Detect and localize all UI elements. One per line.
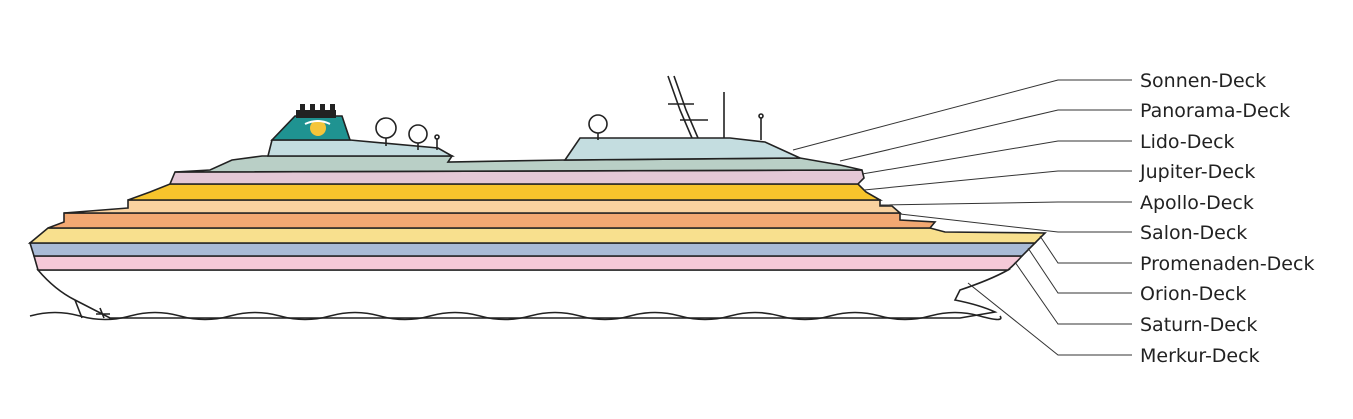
label-jupiter-deck: Jupiter-Deck — [1139, 161, 1255, 183]
propeller — [96, 307, 110, 319]
leader-panorama — [839, 109, 1132, 162]
main-mast-2 — [673, 75, 699, 139]
label-apollo-deck: Apollo-Deck — [1140, 192, 1254, 214]
label-merkur-deck: Merkur-Deck — [1140, 345, 1260, 367]
waterline — [29, 311, 1002, 321]
deck-promenaden — [27, 227, 1047, 244]
label-orion-deck: Orion-Deck — [1140, 283, 1246, 305]
funnel-top — [296, 110, 336, 118]
deck-saturn — [32, 255, 1024, 271]
label-sonnen-deck: Sonnen-Deck — [1140, 70, 1266, 92]
deck-orion — [28, 242, 1037, 257]
rudder — [74, 299, 83, 319]
leader-jupiter — [863, 170, 1132, 191]
deck-salon — [47, 212, 937, 229]
radome-3 — [588, 114, 608, 134]
deck-sonnen-aft — [563, 137, 801, 161]
funnel-cap-4 — [330, 104, 335, 111]
label-lido-deck: Lido-Deck — [1140, 131, 1235, 153]
funnel-cap-1 — [300, 104, 305, 111]
antenna-bow-top — [758, 113, 764, 119]
deck-apollo — [63, 199, 903, 214]
funnel-cap-3 — [320, 104, 325, 111]
antenna-small-top — [434, 134, 440, 140]
deck-sonnen — [266, 139, 456, 157]
funnel-cap-2 — [310, 104, 315, 111]
leader-merkur — [967, 282, 1132, 356]
radome-1 — [375, 117, 397, 139]
leader-sonnen — [792, 79, 1132, 151]
label-promenaden-deck: Promenaden-Deck — [1140, 253, 1314, 275]
funnel-logo-wing — [304, 120, 331, 125]
deck-labels: Sonnen-Deck Panorama-Deck Lido-Deck Jupi… — [1139, 70, 1314, 367]
leader-promenaden — [1039, 235, 1132, 264]
label-saturn-deck: Saturn-Deck — [1140, 314, 1257, 336]
label-salon-deck: Salon-Deck — [1140, 222, 1247, 244]
leader-orion — [1027, 247, 1132, 294]
deck-jupiter — [127, 183, 884, 201]
main-mast — [667, 75, 693, 139]
leader-saturn — [1014, 261, 1132, 325]
label-panorama-deck: Panorama-Deck — [1140, 100, 1290, 122]
leader-apollo — [879, 201, 1132, 206]
funnel-logo — [310, 120, 326, 136]
leader-lido — [861, 140, 1132, 175]
radome-2 — [408, 124, 428, 144]
deck-merkur — [36, 269, 1012, 319]
leader-salon — [899, 213, 1132, 233]
leader-lines — [792, 79, 1132, 356]
